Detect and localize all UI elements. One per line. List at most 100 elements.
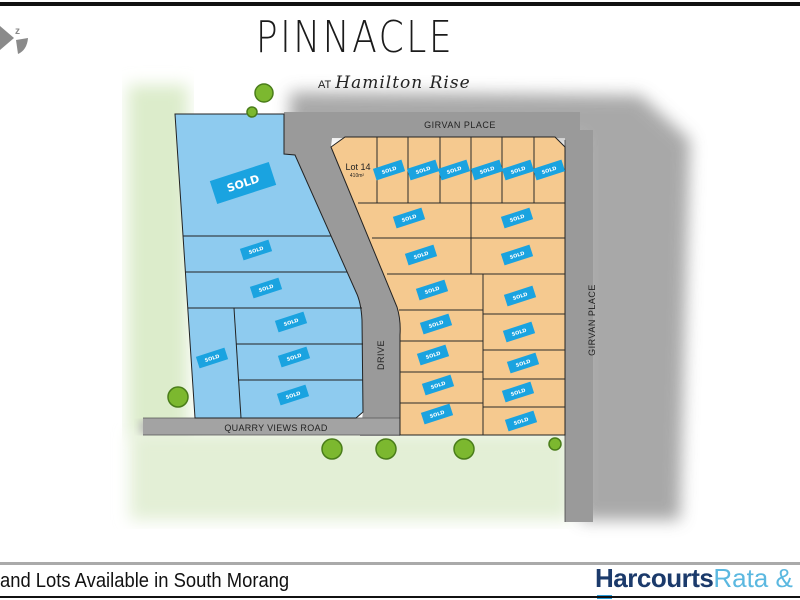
sold-badge: SOLD <box>420 403 454 425</box>
sold-badge-label: SOLD <box>285 391 301 401</box>
sold-badge: SOLD <box>504 410 538 432</box>
sold-badge-label: SOLD <box>258 284 274 294</box>
lot-14-area: 410m² <box>350 173 365 179</box>
sold-badge-bg <box>500 207 534 229</box>
sold-badge: SOLD <box>372 159 406 181</box>
sold-badge: SOLD <box>532 159 566 181</box>
sold-badge-bg <box>437 159 471 181</box>
sold-badge-bg <box>501 159 535 181</box>
sold-badge: SOLD <box>277 346 311 368</box>
subtitle-prefix: AT <box>318 79 332 91</box>
available-area <box>330 136 566 436</box>
sold-badge-bg <box>502 321 536 343</box>
sold-badge-bg <box>506 352 540 374</box>
sold-badge: SOLD <box>415 279 449 301</box>
sold-badge-label: SOLD <box>509 251 525 261</box>
footer-divider <box>0 562 800 565</box>
sold-badge-bg <box>372 159 406 181</box>
sold-badge-label: SOLD <box>515 359 531 369</box>
sold-badge-label: SOLD <box>415 166 431 176</box>
road-label-girvan-place-side: GIRVAN PLACE <box>587 284 597 356</box>
sold-badge: SOLD <box>506 352 540 374</box>
sold-badge: SOLD <box>421 374 455 396</box>
sold-badge-bg <box>277 346 311 368</box>
sold-badge: SOLD <box>500 207 534 229</box>
sold-badge-bg <box>532 159 566 181</box>
sold-badge-bg <box>470 159 504 181</box>
sold-badge: SOLD <box>500 244 534 266</box>
sold-badge-bg <box>404 244 438 266</box>
lot-14-label: Lot 14 <box>345 162 370 172</box>
sold-badge-label: SOLD <box>424 286 440 296</box>
sold-badge: SOLD <box>501 159 535 181</box>
sold-badge-bg <box>501 381 535 403</box>
sold-badge: SOLD <box>249 277 283 299</box>
sold-badge: SOLD <box>501 381 535 403</box>
sold-badge-bg <box>406 159 440 181</box>
tree-icon <box>548 437 562 451</box>
sold-badge-label: SOLD <box>381 166 397 176</box>
tree-icon <box>167 386 189 408</box>
sold-badge-bg <box>415 279 449 301</box>
sold-badge-bg <box>274 311 308 333</box>
road-label-drive: DRIVE <box>376 340 386 370</box>
brand-sub: Rata & C <box>713 563 800 593</box>
sold-badge: SOLD <box>419 313 453 335</box>
sold-badge-label: SOLD <box>283 318 299 328</box>
compass-logo-icon: z <box>0 26 28 54</box>
sold-badge-bg <box>416 344 450 366</box>
page-title: PINNACLE <box>255 12 455 63</box>
sold-badge: SOLD <box>239 239 273 261</box>
tree-icon <box>254 83 274 103</box>
sold-badge-bg <box>239 239 273 261</box>
sold-badge: SOLD <box>209 162 277 204</box>
sold-badge-label: SOLD <box>511 328 527 338</box>
sold-badge: SOLD <box>502 321 536 343</box>
sold-badge-label: SOLD <box>510 388 526 398</box>
sold-badge-label: SOLD <box>401 214 417 224</box>
harcourts-logo: HarcourtsRata & C <box>595 563 800 599</box>
sold-badge-label: SOLD <box>509 214 525 224</box>
tree-icon <box>246 106 258 118</box>
sold-badge: SOLD <box>503 285 537 307</box>
sold-badge-bg <box>504 410 538 432</box>
tree-icon <box>375 438 397 460</box>
sold-badge: SOLD <box>392 207 426 229</box>
sold-badge-bg <box>419 313 453 335</box>
road-girvan-place-side <box>565 130 593 522</box>
road-drive <box>284 112 401 436</box>
sold-badge: SOLD <box>195 347 229 369</box>
sold-badge-label: SOLD <box>429 410 445 420</box>
sold-badge-bg <box>421 374 455 396</box>
sold-badge-bg <box>209 162 277 204</box>
sold-badge-label: SOLD <box>513 417 529 427</box>
sold-badge-label: SOLD <box>248 246 264 256</box>
sold-badge-label: SOLD <box>510 166 526 176</box>
sold-badge: SOLD <box>416 344 450 366</box>
sold-badge-bg <box>500 244 534 266</box>
sold-badge-label: SOLD <box>446 166 462 176</box>
sold-badge: SOLD <box>404 244 438 266</box>
sold-lot-lines <box>183 235 363 419</box>
sold-badge-bg <box>195 347 229 369</box>
top-border <box>0 2 800 6</box>
tree-icon <box>453 438 475 460</box>
brand-main: Harcourts <box>595 563 714 593</box>
bottom-border <box>0 596 800 598</box>
sold-badge-label: SOLD <box>204 354 220 364</box>
sold-badge-label: SOLD <box>425 351 441 361</box>
sold-badge-label: SOLD <box>512 292 528 302</box>
sold-badge-label: SOLD <box>479 166 495 176</box>
footer-tagline: and Lots Available in South Morang <box>0 570 290 592</box>
sold-badge: SOLD <box>437 159 471 181</box>
road-label-quarry-views: QUARRY VIEWS ROAD <box>224 423 327 433</box>
sold-badge: SOLD <box>406 159 440 181</box>
sold-badge-bg <box>276 384 310 406</box>
subtitle-script: Hamilton Rise <box>335 73 471 93</box>
sold-badge-bg <box>420 403 454 425</box>
tree-icon <box>321 438 343 460</box>
sold-badge-label: SOLD <box>413 251 429 261</box>
sold-badge: SOLD <box>276 384 310 406</box>
